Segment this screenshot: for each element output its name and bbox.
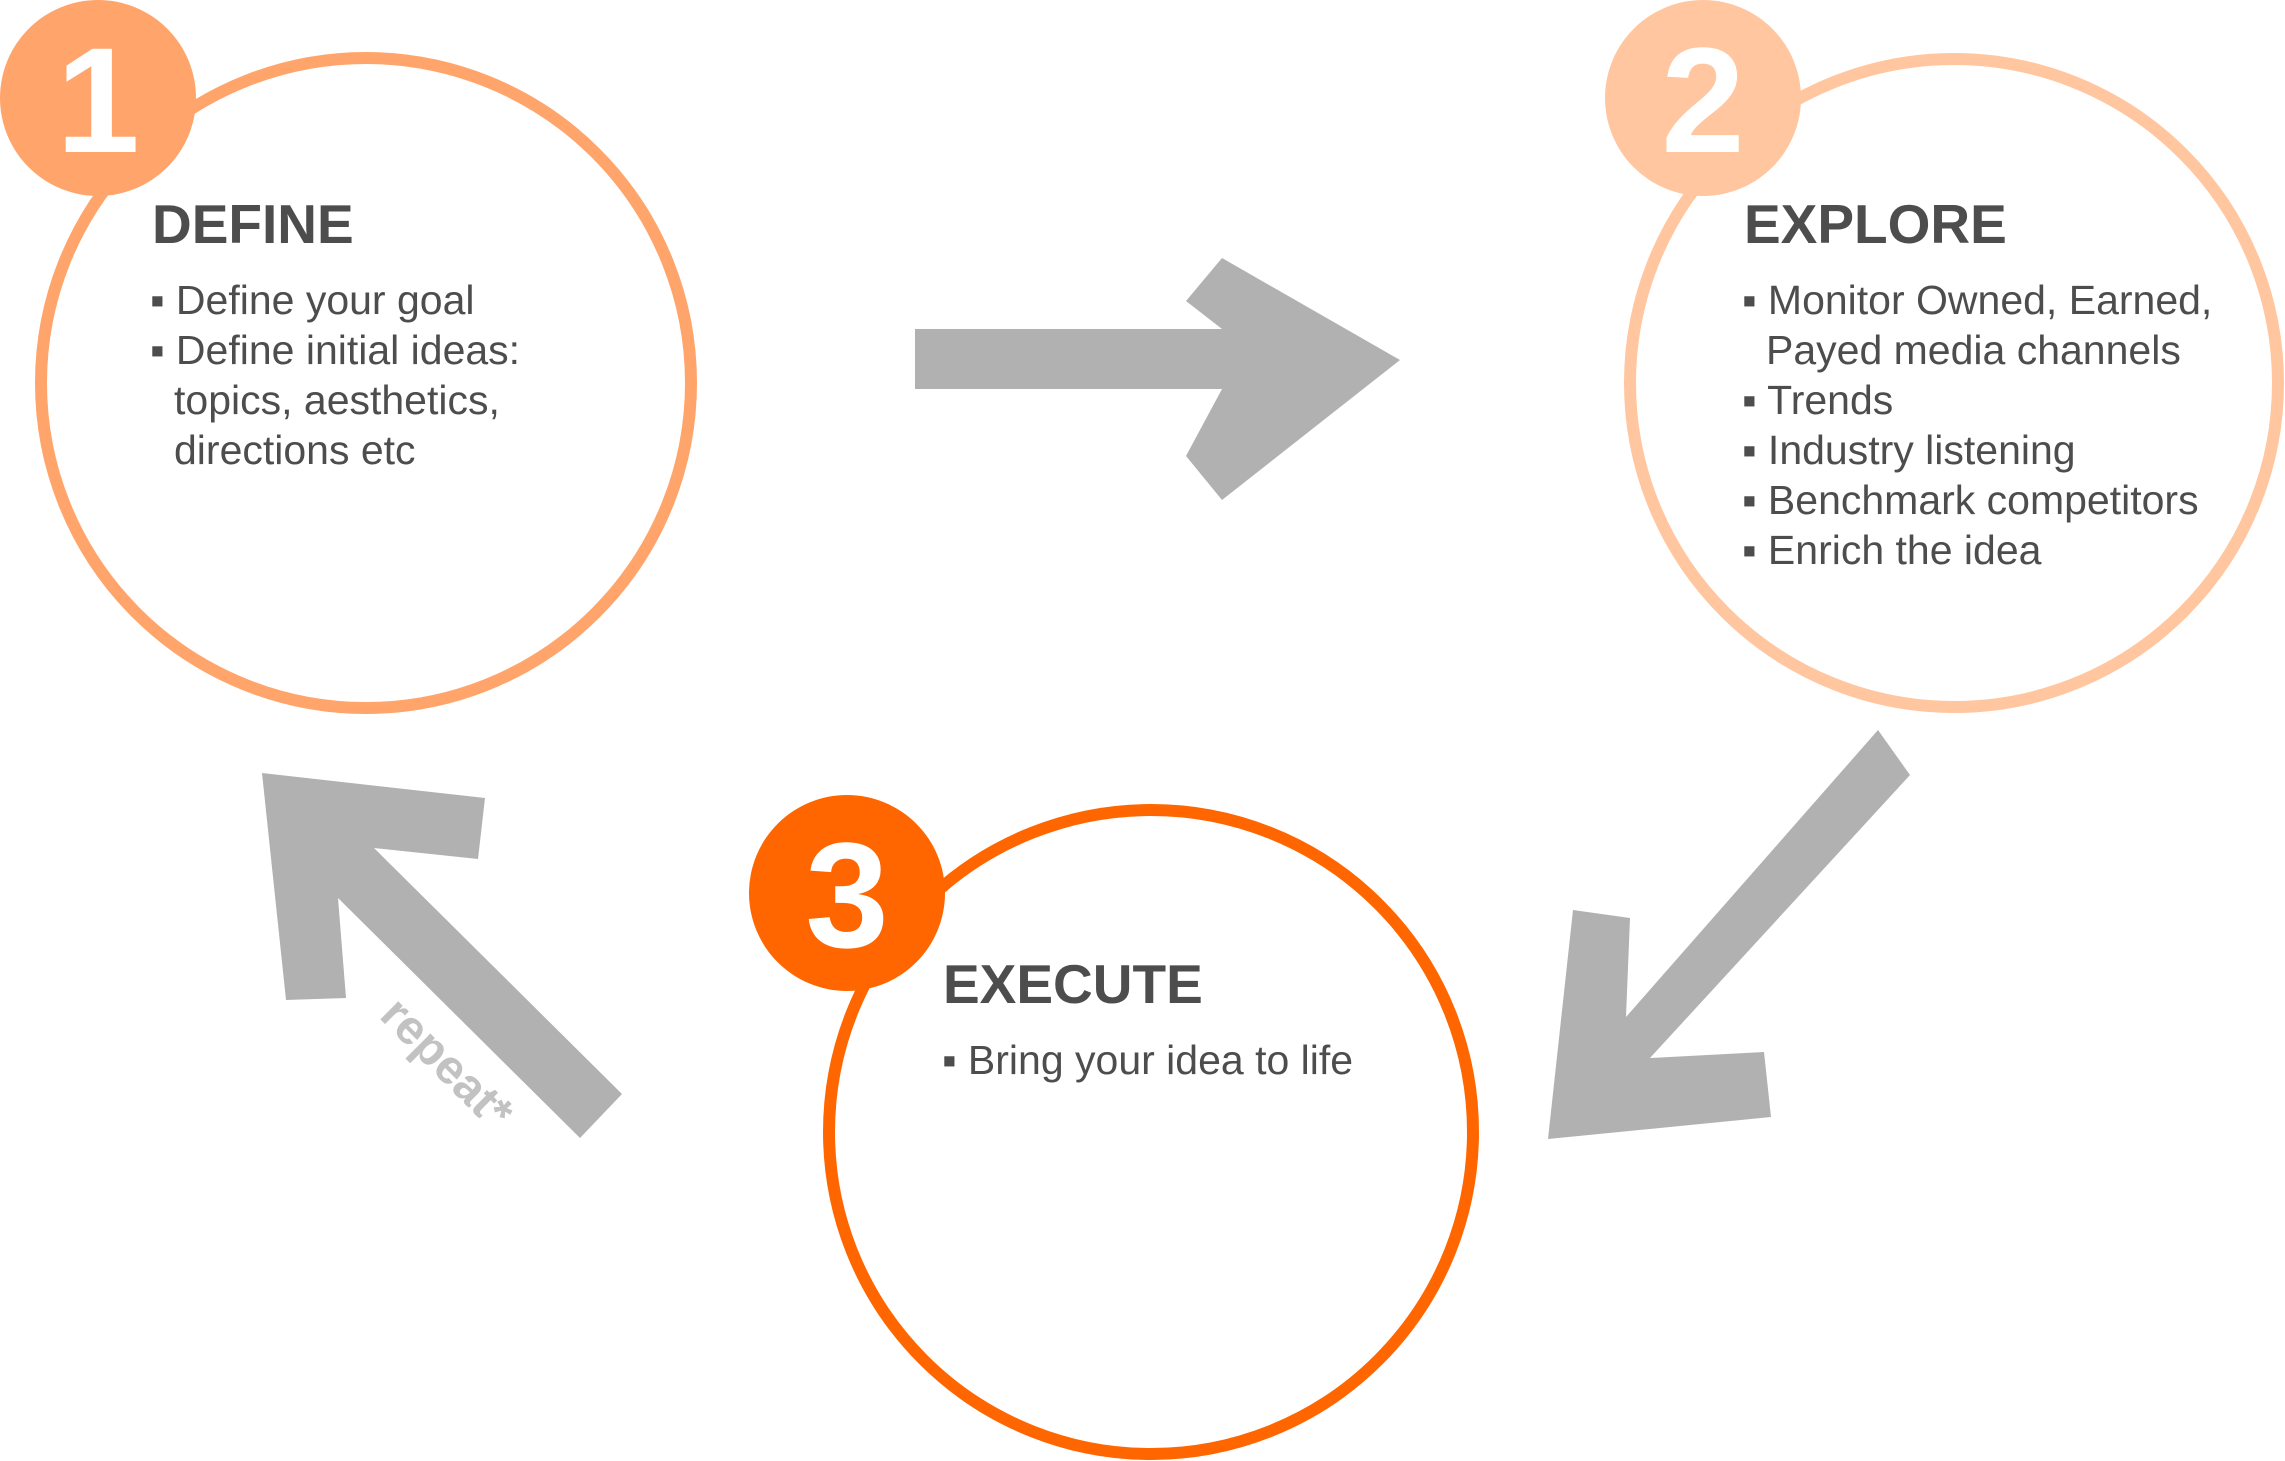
step-execute-number: 3 [805, 811, 888, 979]
step-execute-badge [749, 795, 945, 991]
arrow-down-left [1548, 730, 1910, 1139]
step-execute: 3 EXECUTE ▪ Bring your idea to life [749, 795, 1479, 1460]
arrow-right [915, 258, 1400, 500]
step-define: 1 DEFINE ▪ Define your goal ▪ Define ini… [0, 0, 697, 714]
step-explore-circle [1624, 53, 2284, 713]
step-define-number: 1 [56, 16, 139, 184]
step-execute-title: EXECUTE [943, 953, 1203, 1015]
step-define-line: topics, aesthetics, [174, 377, 500, 423]
step-define-line: ▪ Define initial ideas: [150, 327, 520, 373]
step-explore-line: ▪ Industry listening [1742, 427, 2076, 473]
step-explore-badge [1605, 0, 1801, 196]
arrow-up-left [262, 773, 622, 1138]
step-execute-circle [823, 804, 1479, 1460]
step-explore-number: 2 [1661, 16, 1744, 184]
step-execute-line: ▪ Bring your idea to life [942, 1037, 1353, 1083]
step-define-line: ▪ Define your goal [150, 277, 475, 323]
step-define-circle [35, 52, 697, 714]
step-define-title: DEFINE [152, 193, 354, 255]
step-explore-line: ▪ Benchmark competitors [1742, 477, 2199, 523]
step-explore-line: ▪ Monitor Owned, Earned, [1742, 277, 2212, 323]
step-define-line: directions etc [174, 427, 416, 473]
step-explore-line: ▪ Enrich the idea [1742, 527, 2042, 573]
step-explore-line: Payed media channels [1766, 327, 2181, 373]
step-explore-line: ▪ Trends [1742, 377, 1893, 423]
step-define-badge [0, 0, 196, 196]
step-explore-title: EXPLORE [1744, 193, 2007, 255]
step-explore: 2 EXPLORE ▪ Monitor Owned, Earned, Payed… [1605, 0, 2284, 713]
